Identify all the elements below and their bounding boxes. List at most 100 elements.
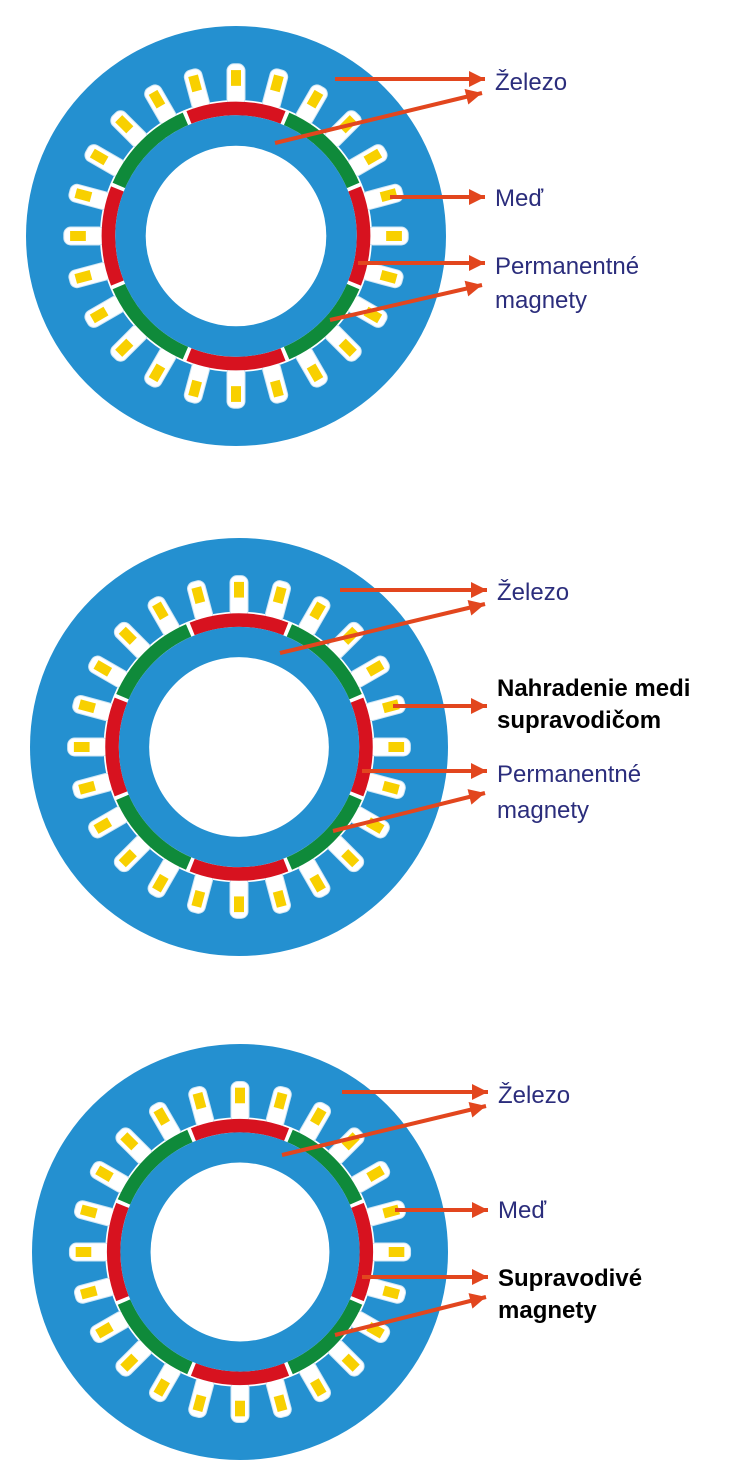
superconducting-magnets-label-line1: Supravodivé	[498, 1265, 643, 1292]
stator-slot	[73, 1200, 117, 1227]
magnet-red-segment	[186, 348, 286, 371]
stator-slot	[187, 870, 214, 914]
winding-conductor	[191, 890, 206, 908]
winding-conductor	[73, 742, 90, 752]
arrow-line	[334, 1295, 487, 1337]
magnets-label-line1: Permanentné	[495, 253, 640, 280]
motor-cross-section	[30, 538, 487, 956]
winding-conductor	[188, 74, 202, 93]
stator-slot	[360, 262, 404, 289]
stator-slot	[183, 360, 210, 404]
arrowhead	[469, 189, 485, 205]
arrow-line	[274, 91, 483, 145]
magnet-green-segment	[112, 283, 189, 360]
winding-conductor	[89, 306, 109, 324]
stator-slot	[360, 183, 404, 210]
winding-conductor	[192, 1091, 207, 1110]
stator-slot	[264, 870, 291, 914]
winding-conductor	[115, 338, 134, 357]
winding-conductor	[231, 70, 241, 86]
stator-slot	[68, 262, 112, 289]
stator-slot	[183, 68, 210, 112]
winding-conductor	[118, 626, 137, 645]
winding-conductor	[341, 1353, 360, 1372]
magnet-red-segment	[189, 613, 289, 636]
magnets-label-line2: magnety	[495, 287, 588, 314]
magnet-green-segment	[283, 283, 360, 360]
magnet-green-segment	[287, 1299, 363, 1375]
winding-conductor	[272, 586, 287, 604]
motor-cross-section	[26, 26, 485, 446]
arrowhead	[467, 789, 485, 805]
stator-slot	[365, 226, 409, 246]
stator-slot	[72, 772, 116, 799]
winding-conductor	[366, 1165, 385, 1182]
arrowhead	[468, 1101, 486, 1118]
magnet-red-segment	[105, 697, 128, 797]
winding-conductor	[115, 115, 134, 134]
winding-conductor	[231, 386, 241, 402]
magnet-green-segment	[117, 1129, 193, 1205]
stator-slot	[262, 360, 289, 404]
winding-conductor	[382, 780, 400, 795]
motor-panel-1: Železo Meď Permanentné magnety	[0, 0, 747, 460]
winding-conductor	[273, 1091, 288, 1110]
magnet-green-segment	[286, 794, 362, 870]
arrowhead	[464, 88, 482, 105]
magnet-red-segment	[101, 186, 124, 286]
copper-label: Meď	[498, 1197, 547, 1224]
winding-conductor	[75, 1247, 92, 1257]
magnet-red-segment	[189, 858, 289, 881]
stator-slot	[67, 737, 110, 757]
magnet-green-segment	[283, 112, 360, 189]
winding-conductor	[153, 1378, 170, 1397]
winding-conductor	[338, 338, 357, 357]
arrow-line	[332, 791, 486, 833]
winding-conductor	[148, 363, 166, 383]
stator-slot	[265, 1085, 292, 1129]
stator-slot	[73, 1277, 117, 1304]
winding-conductor	[382, 1285, 401, 1300]
magnet-green-segment	[117, 1299, 193, 1375]
winding-conductor	[306, 363, 324, 383]
stator-slot	[68, 183, 112, 210]
winding-conductor	[235, 1087, 245, 1104]
magnets-label-line1: Permanentné	[497, 761, 642, 788]
winding-conductor	[388, 742, 405, 752]
winding-conductor	[192, 1394, 207, 1413]
stator-slot	[230, 1380, 250, 1424]
winding-conductor	[70, 231, 86, 241]
stator-slot	[298, 596, 331, 638]
arrowhead	[472, 1084, 488, 1100]
winding-conductor	[74, 188, 93, 202]
winding-conductor	[379, 270, 398, 284]
stator-slot	[264, 580, 291, 624]
winding-conductor	[79, 1204, 98, 1219]
arrowhead	[469, 71, 485, 87]
superconducting-magnets-label-line2: magnety	[498, 1297, 597, 1324]
stator-slot	[262, 68, 289, 112]
shaft-bore	[150, 1162, 330, 1342]
arrow-line	[279, 602, 486, 655]
winding-conductor	[152, 601, 169, 621]
winding-conductor	[234, 896, 244, 913]
magnet-green-segment	[116, 624, 192, 700]
winding-conductor	[388, 1247, 405, 1257]
winding-conductor	[78, 699, 96, 714]
winding-conductor	[235, 1400, 245, 1417]
winding-conductor	[118, 849, 137, 868]
winding-conductor	[386, 231, 402, 241]
iron-label: Železo	[497, 579, 570, 606]
stator-slot	[63, 226, 107, 246]
stator-slot	[88, 806, 130, 839]
winding-conductor	[365, 660, 385, 677]
stator-slot	[230, 1080, 250, 1124]
arrowhead	[472, 1269, 488, 1285]
winding-conductor	[79, 1285, 98, 1300]
winding-conductor	[382, 699, 400, 714]
stator-slot	[368, 1242, 412, 1262]
winding-conductor	[272, 890, 287, 908]
copper-label: Meď	[495, 185, 544, 212]
shaft-bore	[149, 657, 329, 837]
winding-conductor	[188, 379, 202, 398]
